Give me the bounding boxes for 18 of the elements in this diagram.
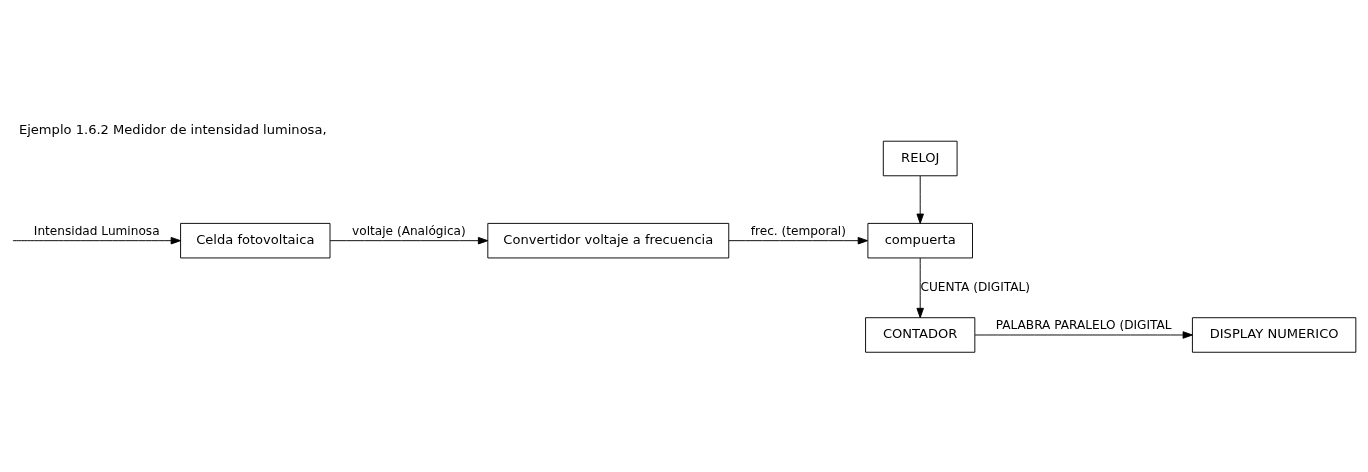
edge-label: voltaje (Analógica) [352,223,466,238]
arrow [329,236,489,245]
node-box: Convertidor voltaje a frecuencia [487,222,730,259]
arrow [728,236,868,245]
edge-label: frec. (temporal) [750,223,846,238]
edge-label: Intensidad Luminosa [33,223,160,238]
node-box: RELOJ [882,140,958,177]
diagram-title: Ejemplo 1.6.2 Medidor de intensidad luminosa, [18,121,327,137]
edge-label: PALABRA PARALELO (DIGITAL [995,317,1172,332]
node-box: DISPLAY NUMERICO [1191,317,1357,353]
node-box: Celda fotovoltaica [180,222,331,259]
arrow [916,175,924,224]
node-box: CONTADOR [865,317,976,353]
node-box: compuerta [867,222,973,259]
edge-label: CUENTA (DIGITAL) [920,280,1031,294]
arrow [974,331,1193,339]
arrow [12,236,181,245]
arrow [916,257,924,319]
